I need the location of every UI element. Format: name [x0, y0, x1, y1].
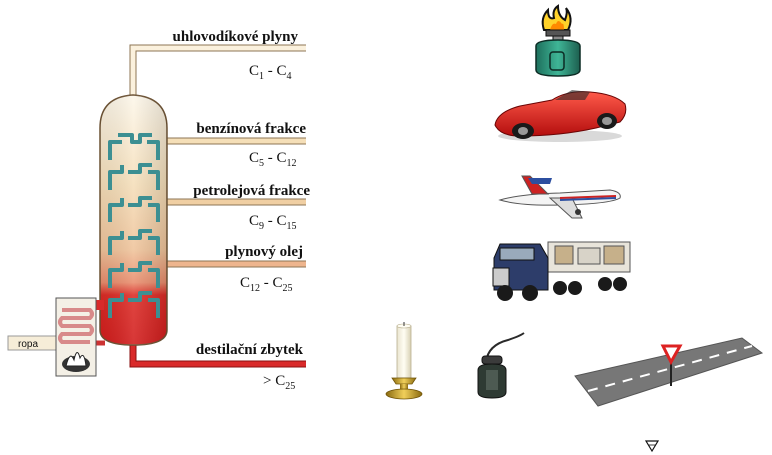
range-benzine-from: 5	[259, 158, 264, 169]
road-icon	[574, 337, 764, 407]
range-kerosene-from: 9	[259, 221, 264, 232]
range-gasoil-to: 25	[283, 283, 293, 294]
fraction-label-kerosene: petrolejová frakce	[193, 183, 310, 199]
column-trays	[108, 133, 160, 318]
range-residue: > C25	[263, 373, 295, 392]
range-gas-from: 1	[259, 71, 264, 82]
truck-icon	[492, 241, 631, 301]
range-residue-prefix: >	[263, 373, 271, 389]
crude-input-pipe	[7, 335, 105, 351]
furnace-fire-icon	[62, 352, 90, 372]
fraction-label-gasoil: plynový olej	[225, 244, 303, 260]
gas-pipe	[129, 44, 306, 95]
range-kerosene: C9 - C15	[249, 213, 297, 232]
fraction-label-benzine: benzínová frakce	[196, 121, 306, 137]
range-benzine: C5 - C12	[249, 150, 297, 169]
fraction-label-gas: uhlovodíkové plyny	[173, 29, 299, 45]
range-residue-to: 25	[285, 381, 295, 392]
range-gas: C1 - C4	[249, 63, 292, 82]
range-gas-to: 4	[287, 71, 292, 82]
range-gasoil-from: 12	[250, 283, 260, 294]
sports-car-icon	[494, 90, 627, 142]
candle-icon	[385, 322, 423, 400]
residue-pipe	[129, 340, 306, 368]
fraction-label-residue: destilační zbytek	[196, 342, 304, 358]
range-kerosene-to: 15	[287, 221, 297, 232]
gas-canister-icon	[535, 4, 581, 77]
range-benzine-to: 12	[287, 158, 297, 169]
small-sign-icon	[644, 440, 660, 453]
furnace	[55, 297, 97, 377]
airplane-icon	[498, 175, 621, 219]
fraction-labels: uhlovodíkové plyny benzínová frakce petr…	[173, 29, 311, 358]
oil-can-icon	[477, 332, 525, 399]
distillation-column	[96, 94, 168, 346]
range-gasoil: C12 - C25	[240, 275, 293, 294]
crude-oil-label: ropa	[18, 339, 38, 350]
